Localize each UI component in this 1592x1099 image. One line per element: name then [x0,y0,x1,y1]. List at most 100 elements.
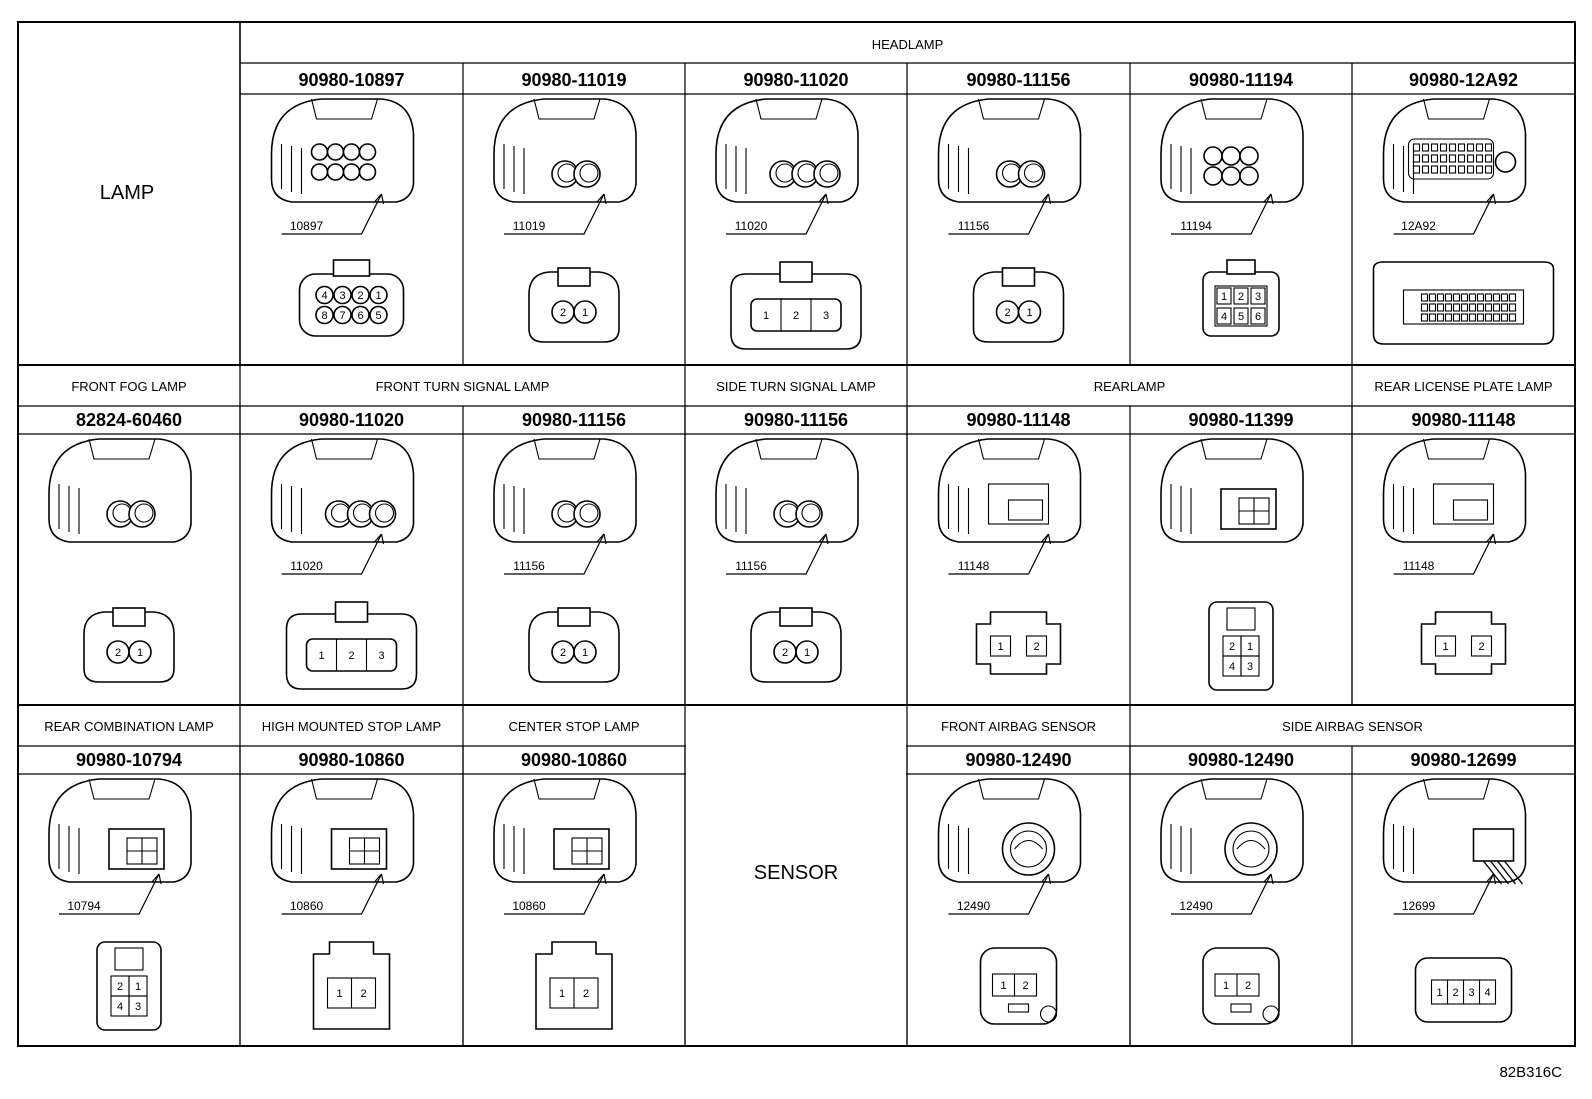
terminal-slot [1421,143,1430,152]
connector-tag: 11148 [1403,559,1435,573]
face-outline [972,271,1065,343]
chart-frame [17,21,1576,1047]
face-block [1220,488,1277,530]
connector-tag: 11020 [735,219,768,233]
connector-tag: 12490 [957,899,991,913]
housing-latch [977,98,1046,120]
connector-cell [1372,261,1555,345]
outer-border [17,21,1576,1047]
pin-cavity [1216,287,1232,305]
lamp-section-label: LAMP [100,182,154,204]
face-latch [114,947,144,971]
terminal-barrel [358,163,377,181]
pin-cavity [315,285,334,305]
pin-cavity [1420,293,1429,302]
connector-tag: 11194 [1180,219,1212,233]
pin-number: 7 [339,310,345,322]
housing-ribs [725,484,747,534]
part-number: 90980-12A92 [1409,70,1518,90]
callout-arrow [1041,533,1052,545]
face-outline [979,947,1058,1025]
pin-number: 2 [1004,307,1010,319]
pin-cavity [333,305,352,325]
housing-ribs [58,484,80,534]
callout-leader [281,533,383,575]
pin-number: 1 [763,310,769,322]
connector-tag: 10897 [290,219,324,233]
terminal-slot [1466,143,1475,152]
face-outline [298,273,405,337]
terminal-barrel [1221,166,1241,186]
pin-cavity [1500,293,1509,302]
connector-cell: 11156 [493,438,637,575]
pin-number: 5 [1238,311,1244,323]
pin-cavity [1484,303,1493,312]
terminal-slot [1439,154,1448,163]
connector-cell [1160,438,1304,543]
connector-cell: 11156 [937,98,1082,235]
connector-tag: 12699 [1402,899,1436,913]
connector-cell: 11020 [715,98,859,235]
terminal-slot [1430,143,1439,152]
pin-number: 2 [115,647,121,659]
face-latch [112,607,146,627]
callout-arrow [596,533,607,545]
pin-number: 2 [793,310,799,322]
terminal-block [1407,138,1495,180]
pin-number: 1 [582,307,588,319]
pin-cavity [1025,635,1048,657]
part-number: 90980-12490 [1188,750,1294,770]
pin-cavity [333,285,352,305]
terminal-slot [1439,143,1448,152]
pin-cavity [1492,293,1501,302]
terminal-slot [1421,165,1430,174]
pin-cavity [989,635,1012,657]
housing-latch [310,98,379,120]
pin-cavity [1484,293,1493,302]
pin-window [1214,285,1268,327]
connector-tag: 10860 [512,899,546,913]
terminal-barrel [573,160,601,188]
callout-leader [59,873,160,915]
face-outline [1202,947,1280,1025]
pin-number: 3 [1247,661,1253,673]
housing-body [937,438,1082,543]
pin-window [1402,289,1525,325]
group-header: FRONT AIRBAG SENSOR [941,719,1096,734]
part-number: 90980-10794 [76,750,182,770]
callout-arrow [1041,193,1052,205]
terminal-barrel [342,163,361,181]
terminal-bore [374,503,395,523]
face-latch [779,261,813,283]
connector-cell: 12490 [937,778,1082,915]
pin-number: 2 [1022,980,1028,992]
pin-number: 1 [1436,987,1442,999]
pin-number: 1 [1247,641,1253,653]
connector-tag: 11156 [958,219,990,233]
part-number: 90980-11148 [966,410,1070,430]
terminal-barrel [1203,166,1223,186]
pin-cavity [1434,635,1457,657]
terminal-slot [1412,143,1421,152]
group-header: HIGH MOUNTED STOP LAMP [262,719,441,734]
terminal-barrel [358,143,377,161]
housing-latch [88,778,156,800]
connector-tag: 11019 [513,219,546,233]
face-outline [83,611,175,683]
callout-arrow [1263,193,1274,205]
pin-cavity [1428,313,1437,322]
face-latch [557,267,591,287]
pin-window [305,638,398,672]
housing-latch [755,98,823,120]
housing-latch [1200,778,1268,800]
pin-cavity [1460,313,1469,322]
connector-tag: 11020 [290,559,323,573]
connector-cell: 11148 [1382,438,1527,575]
housing-body [1382,438,1527,543]
connector-cell: 11020 [270,438,415,575]
lead-wire [1503,860,1524,885]
